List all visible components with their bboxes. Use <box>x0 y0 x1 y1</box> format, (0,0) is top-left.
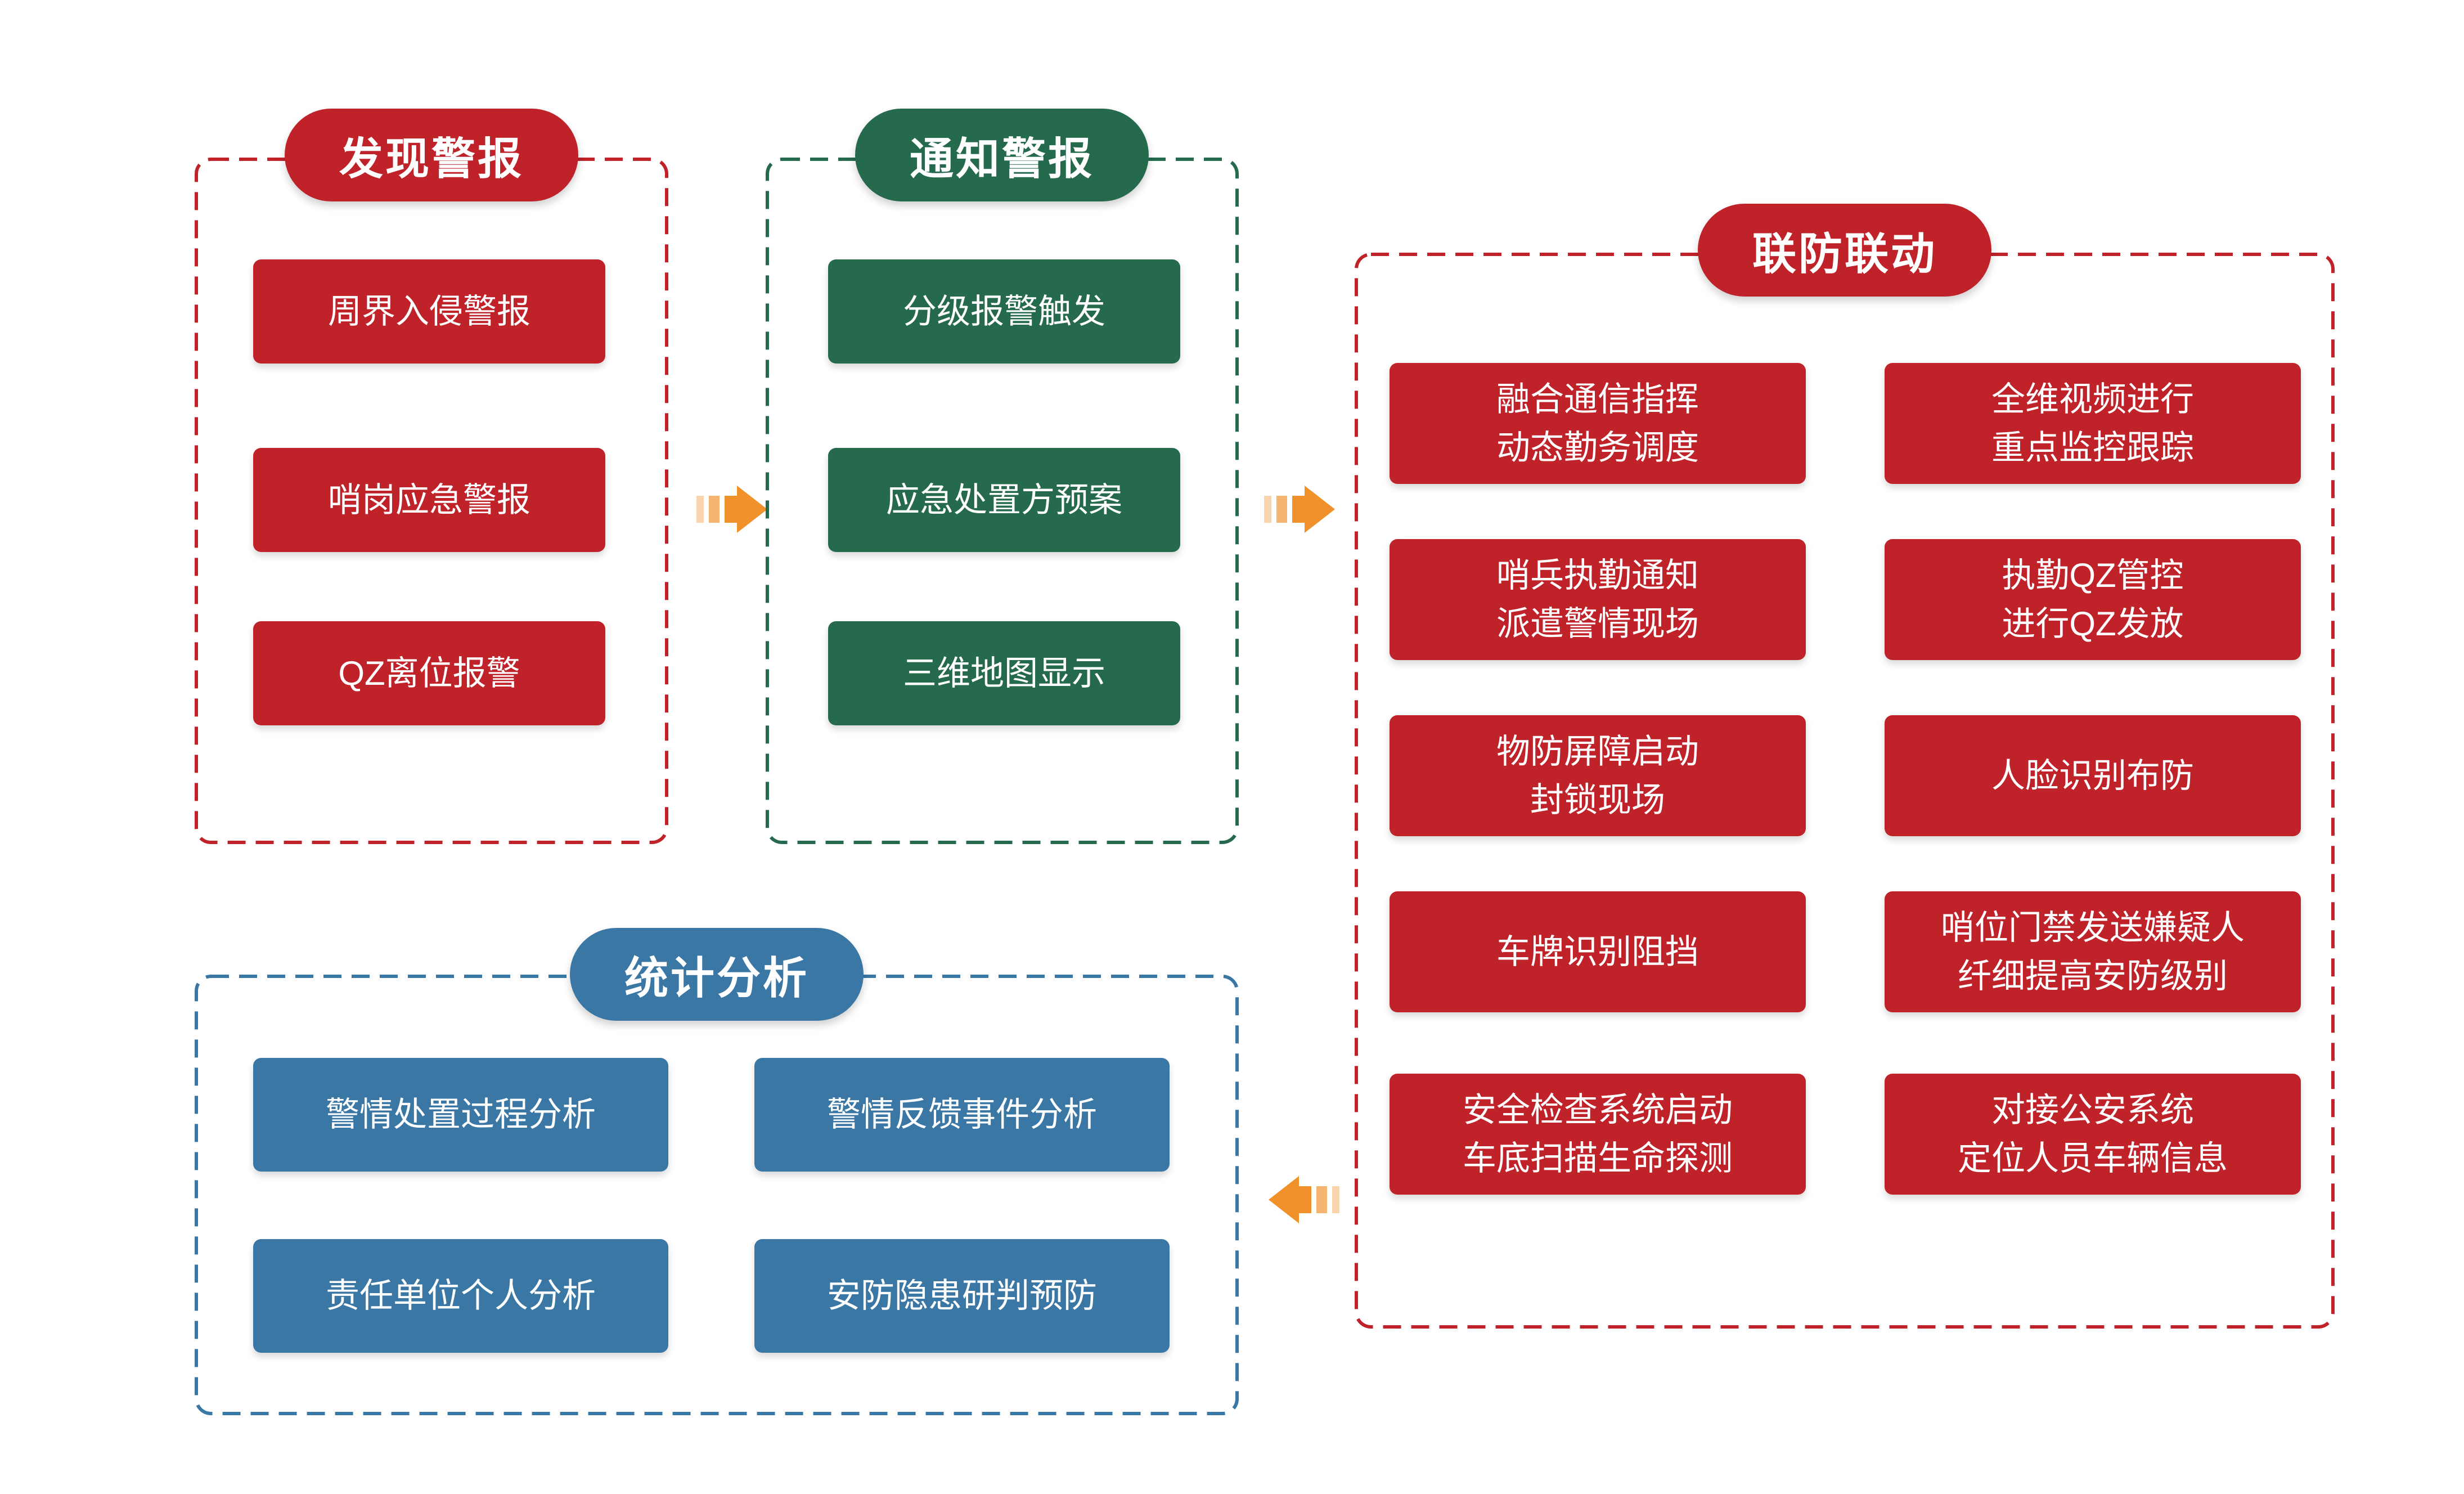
node-label: 重点监控跟踪 <box>1991 428 2194 466</box>
node-label: 哨岗应急警报 <box>328 481 530 519</box>
node-label: 警情处置过程分析 <box>326 1096 596 1133</box>
node-label: 哨兵执勤通知 <box>1496 556 1699 594</box>
node-qz-offsite-alarm: QZ离位报警 <box>253 621 605 725</box>
node-3d-map-display: 三维地图显示 <box>828 621 1180 725</box>
node-label: QZ离位报警 <box>338 654 520 692</box>
node-label: 三维地图显示 <box>903 654 1105 692</box>
node-label: 定位人员车辆信息 <box>1958 1139 2228 1177</box>
dashed-border-green <box>766 158 1239 844</box>
node-label: 车牌识别阻挡 <box>1496 932 1699 971</box>
node-label: 哨位门禁发送嫌疑人 <box>1941 908 2245 946</box>
node-label: 进行QZ发放 <box>2002 604 2184 643</box>
node-physical-barrier-lockdown: 物防屏障启动 封锁现场 <box>1390 715 1806 836</box>
node-label: 封锁现场 <box>1530 780 1665 819</box>
section-title: 统计分析 <box>624 953 809 1003</box>
node-label: 分级报警触发 <box>903 292 1105 330</box>
node-sentry-duty-notice: 哨兵执勤通知 派遣警情现场 <box>1390 539 1806 660</box>
node-label: 纤细提高安防级别 <box>1958 957 2228 995</box>
node-face-recognition-deploy: 人脸识别布防 <box>1885 715 2301 836</box>
node-perimeter-intrusion-alarm: 周界入侵警报 <box>253 259 605 364</box>
section-notify-alarm <box>766 158 1239 844</box>
section-title: 发现警报 <box>339 133 524 183</box>
node-label: 物防屏障启动 <box>1496 732 1699 770</box>
dashed-border-blue <box>195 975 1239 1415</box>
node-alarm-handling-process-analysis: 警情处置过程分析 <box>253 1058 668 1172</box>
node-label: 周界入侵警报 <box>328 292 530 330</box>
node-responsible-unit-person-analysis: 责任单位个人分析 <box>253 1239 668 1353</box>
node-label: 人脸识别布防 <box>1991 756 2194 795</box>
node-label: 责任单位个人分析 <box>326 1277 596 1314</box>
node-sentry-access-suspect-alert: 哨位门禁发送嫌疑人 纤细提高安防级别 <box>1885 891 2301 1012</box>
node-alarm-feedback-event-analysis: 警情反馈事件分析 <box>754 1058 1170 1172</box>
node-label: 融合通信指挥 <box>1496 380 1699 418</box>
section-notify-alarm-header: 通知警报 <box>855 109 1149 201</box>
node-label: 派遣警情现场 <box>1496 604 1699 643</box>
node-label: 对接公安系统 <box>1991 1091 2194 1129</box>
node-label: 应急处置方预案 <box>886 481 1122 519</box>
node-label: 车底扫描生命探测 <box>1463 1139 1733 1177</box>
node-label: 安防隐患研判预防 <box>827 1277 1097 1314</box>
section-title: 联防联动 <box>1752 228 1937 279</box>
section-discover-alarm-header: 发现警报 <box>285 109 578 201</box>
node-label: 警情反馈事件分析 <box>827 1096 1097 1133</box>
node-full-video-tracking: 全维视频进行 重点监控跟踪 <box>1885 363 2301 484</box>
section-joint-defense-header: 联防联动 <box>1698 204 1991 297</box>
section-statistics-analysis-header: 统计分析 <box>570 928 864 1021</box>
node-fusion-comm-command: 融合通信指挥 动态勤务调度 <box>1390 363 1806 484</box>
flow-arrow-left-icon <box>1269 1176 1339 1223</box>
section-discover-alarm <box>195 158 668 844</box>
flow-arrow-right-icon <box>696 486 767 533</box>
node-security-hazard-prediction: 安防隐患研判预防 <box>754 1239 1170 1353</box>
section-joint-defense <box>1355 253 2335 1329</box>
node-label: 安全检查系统启动 <box>1463 1091 1733 1129</box>
node-graded-alarm-trigger: 分级报警触发 <box>828 259 1180 364</box>
dashed-border-red <box>195 158 668 844</box>
node-sentry-emergency-alarm: 哨岗应急警报 <box>253 448 605 552</box>
node-label: 动态勤务调度 <box>1496 428 1699 466</box>
node-police-system-locating: 对接公安系统 定位人员车辆信息 <box>1885 1074 2301 1195</box>
node-security-check-life-detect: 安全检查系统启动 车底扫描生命探测 <box>1390 1074 1806 1195</box>
node-label: 执勤QZ管控 <box>2002 556 2184 594</box>
flow-arrow-right-icon <box>1264 486 1335 533</box>
dashed-border-red <box>1355 253 2335 1329</box>
node-emergency-response-plan: 应急处置方预案 <box>828 448 1180 552</box>
node-duty-qz-control: 执勤QZ管控 进行QZ发放 <box>1885 539 2301 660</box>
section-statistics-analysis <box>195 975 1239 1415</box>
section-title: 通知警报 <box>909 133 1094 183</box>
node-license-plate-blocking: 车牌识别阻挡 <box>1390 891 1806 1012</box>
node-label: 全维视频进行 <box>1991 380 2194 418</box>
